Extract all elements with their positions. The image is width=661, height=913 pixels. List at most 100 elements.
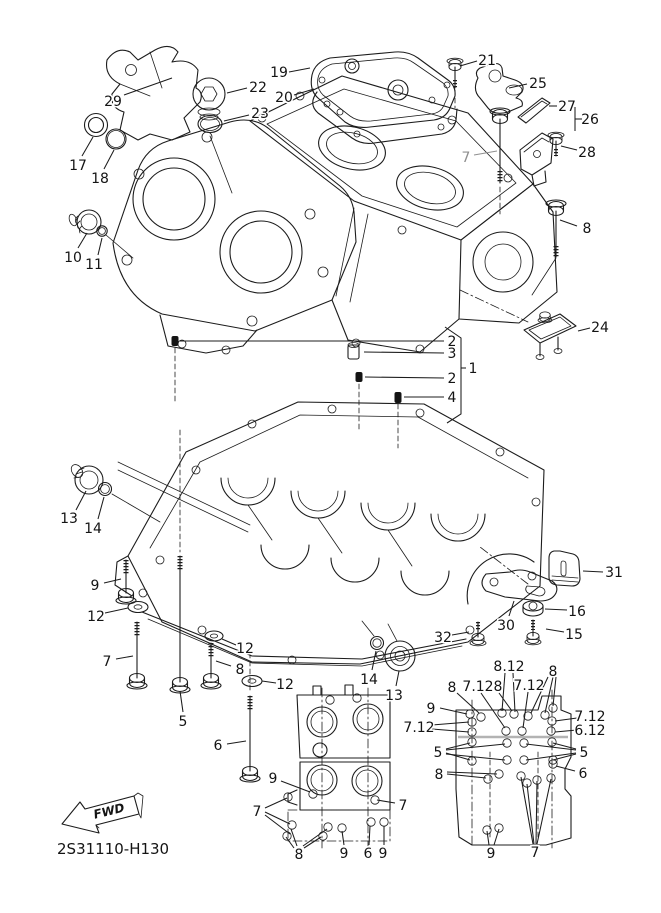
callout-label-15: 15	[565, 627, 583, 643]
callout-label-6: 6	[579, 766, 588, 782]
callout-leader-5	[445, 742, 471, 750]
part-bolt-15	[524, 619, 542, 646]
callout-label-7.12: 7.12	[403, 720, 434, 736]
callout-label-20: 20	[275, 90, 293, 106]
fwd-arrow: FWD	[61, 792, 144, 834]
callout-leader-31	[582, 570, 604, 573]
callout-leader-23	[223, 114, 250, 122]
callout-label-5: 5	[580, 745, 589, 761]
callout-leader-7	[115, 655, 134, 660]
part-joint-25	[474, 62, 524, 114]
bolt-hole	[352, 693, 362, 703]
callout-leader-22	[226, 87, 248, 94]
callout-label-5: 5	[179, 714, 188, 730]
crankcase-bottom-view	[455, 689, 572, 849]
bolt-hole	[308, 789, 318, 799]
callout-leader-6.12	[554, 729, 578, 733]
callout-leader-5	[552, 753, 577, 761]
callout-label-7: 7	[531, 845, 540, 861]
part-plate-27	[517, 97, 551, 124]
callout-leader-8	[544, 676, 554, 714]
part-plate-24	[523, 311, 577, 360]
bolt-hole	[509, 709, 519, 719]
part-plug-13-center	[384, 640, 416, 672]
callout-leader-15	[545, 628, 565, 633]
callout-leader-29	[123, 77, 173, 96]
part-dowel-pin-c	[394, 392, 402, 403]
callout-label-31: 31	[605, 565, 623, 581]
callout-leader-14	[97, 496, 105, 520]
callout-label-6.12: 6.12	[574, 723, 605, 739]
callout-leader-8	[456, 692, 480, 714]
cylinder-block-top-view	[282, 684, 391, 849]
callout-leader-7	[520, 776, 534, 845]
callout-leader-5	[525, 743, 577, 751]
bolt-hole	[337, 823, 347, 833]
callout-label-8: 8	[494, 679, 503, 695]
callout-label-9: 9	[91, 578, 100, 594]
callout-leader-13	[395, 670, 400, 687]
callout-leader-7	[264, 811, 291, 825]
callout-label-1: 1	[469, 361, 478, 377]
callout-leader-8	[530, 676, 549, 714]
callout-label-8: 8	[295, 847, 304, 863]
part-bolt-7-bottom	[126, 621, 148, 690]
callout-leader-8.12	[501, 672, 506, 712]
callout-label-13: 13	[60, 511, 78, 527]
callout-label-2: 2	[448, 371, 457, 387]
callout-leader-7	[473, 150, 498, 156]
callout-label-12: 12	[276, 677, 294, 693]
callout-leader-8	[290, 828, 298, 847]
callout-leader-6	[368, 825, 371, 846]
callout-leader-7	[526, 783, 535, 845]
part-cover-19	[310, 51, 456, 128]
callout-label-7.12: 7.12	[513, 678, 544, 694]
part-bolt-8-bottom	[200, 642, 222, 690]
callout-leader-9	[280, 780, 311, 793]
callout-label-2: 2	[448, 334, 457, 350]
callout-label-24: 24	[591, 320, 609, 336]
callout-label-26: 26	[581, 112, 599, 128]
callout-leader-3	[363, 351, 445, 354]
callout-label-11: 11	[85, 257, 103, 273]
part-bolt-32	[469, 621, 487, 647]
callout-label-30: 30	[497, 618, 515, 634]
callout-leader-5	[552, 742, 577, 750]
part-plug-22	[192, 77, 226, 121]
bolt-hole	[483, 774, 493, 784]
callout-label-12: 12	[236, 641, 254, 657]
callout-leader-17	[81, 136, 94, 157]
callout-leader-2	[364, 376, 445, 379]
callout-label-8: 8	[435, 767, 444, 783]
callout-label-6: 6	[364, 846, 373, 862]
callout-leader-8	[552, 676, 557, 707]
callout-label-19: 19	[270, 65, 288, 81]
callout-label-27: 27	[558, 99, 576, 115]
callout-label-8: 8	[549, 664, 558, 680]
bolt-hole	[546, 773, 556, 783]
callout-leader-19	[288, 67, 311, 73]
callout-leader-8	[559, 219, 578, 227]
callout-leader-7	[264, 797, 288, 809]
part-washer-12-b	[204, 630, 224, 642]
callout-leader-20	[293, 88, 315, 96]
callout-label-4: 4	[448, 390, 457, 406]
callout-leader-9	[439, 707, 468, 715]
bolt-hole	[501, 726, 511, 736]
callout-leader-6	[555, 765, 576, 772]
callout-label-9: 9	[269, 771, 278, 787]
callout-leader-9	[493, 828, 500, 846]
callout-leader-5	[445, 743, 506, 751]
callout-leader-8	[446, 771, 498, 775]
callout-leader-25	[508, 83, 528, 89]
callout-leader-9	[341, 830, 345, 846]
part-oring-14	[97, 481, 113, 497]
callout-label-8: 8	[236, 662, 245, 678]
callout-label-8.12: 8.12	[493, 659, 524, 675]
part-bolt-7-top	[489, 107, 511, 184]
leader-lines	[75, 60, 604, 849]
callout-label-7: 7	[103, 654, 112, 670]
callout-leader-32	[451, 631, 470, 636]
